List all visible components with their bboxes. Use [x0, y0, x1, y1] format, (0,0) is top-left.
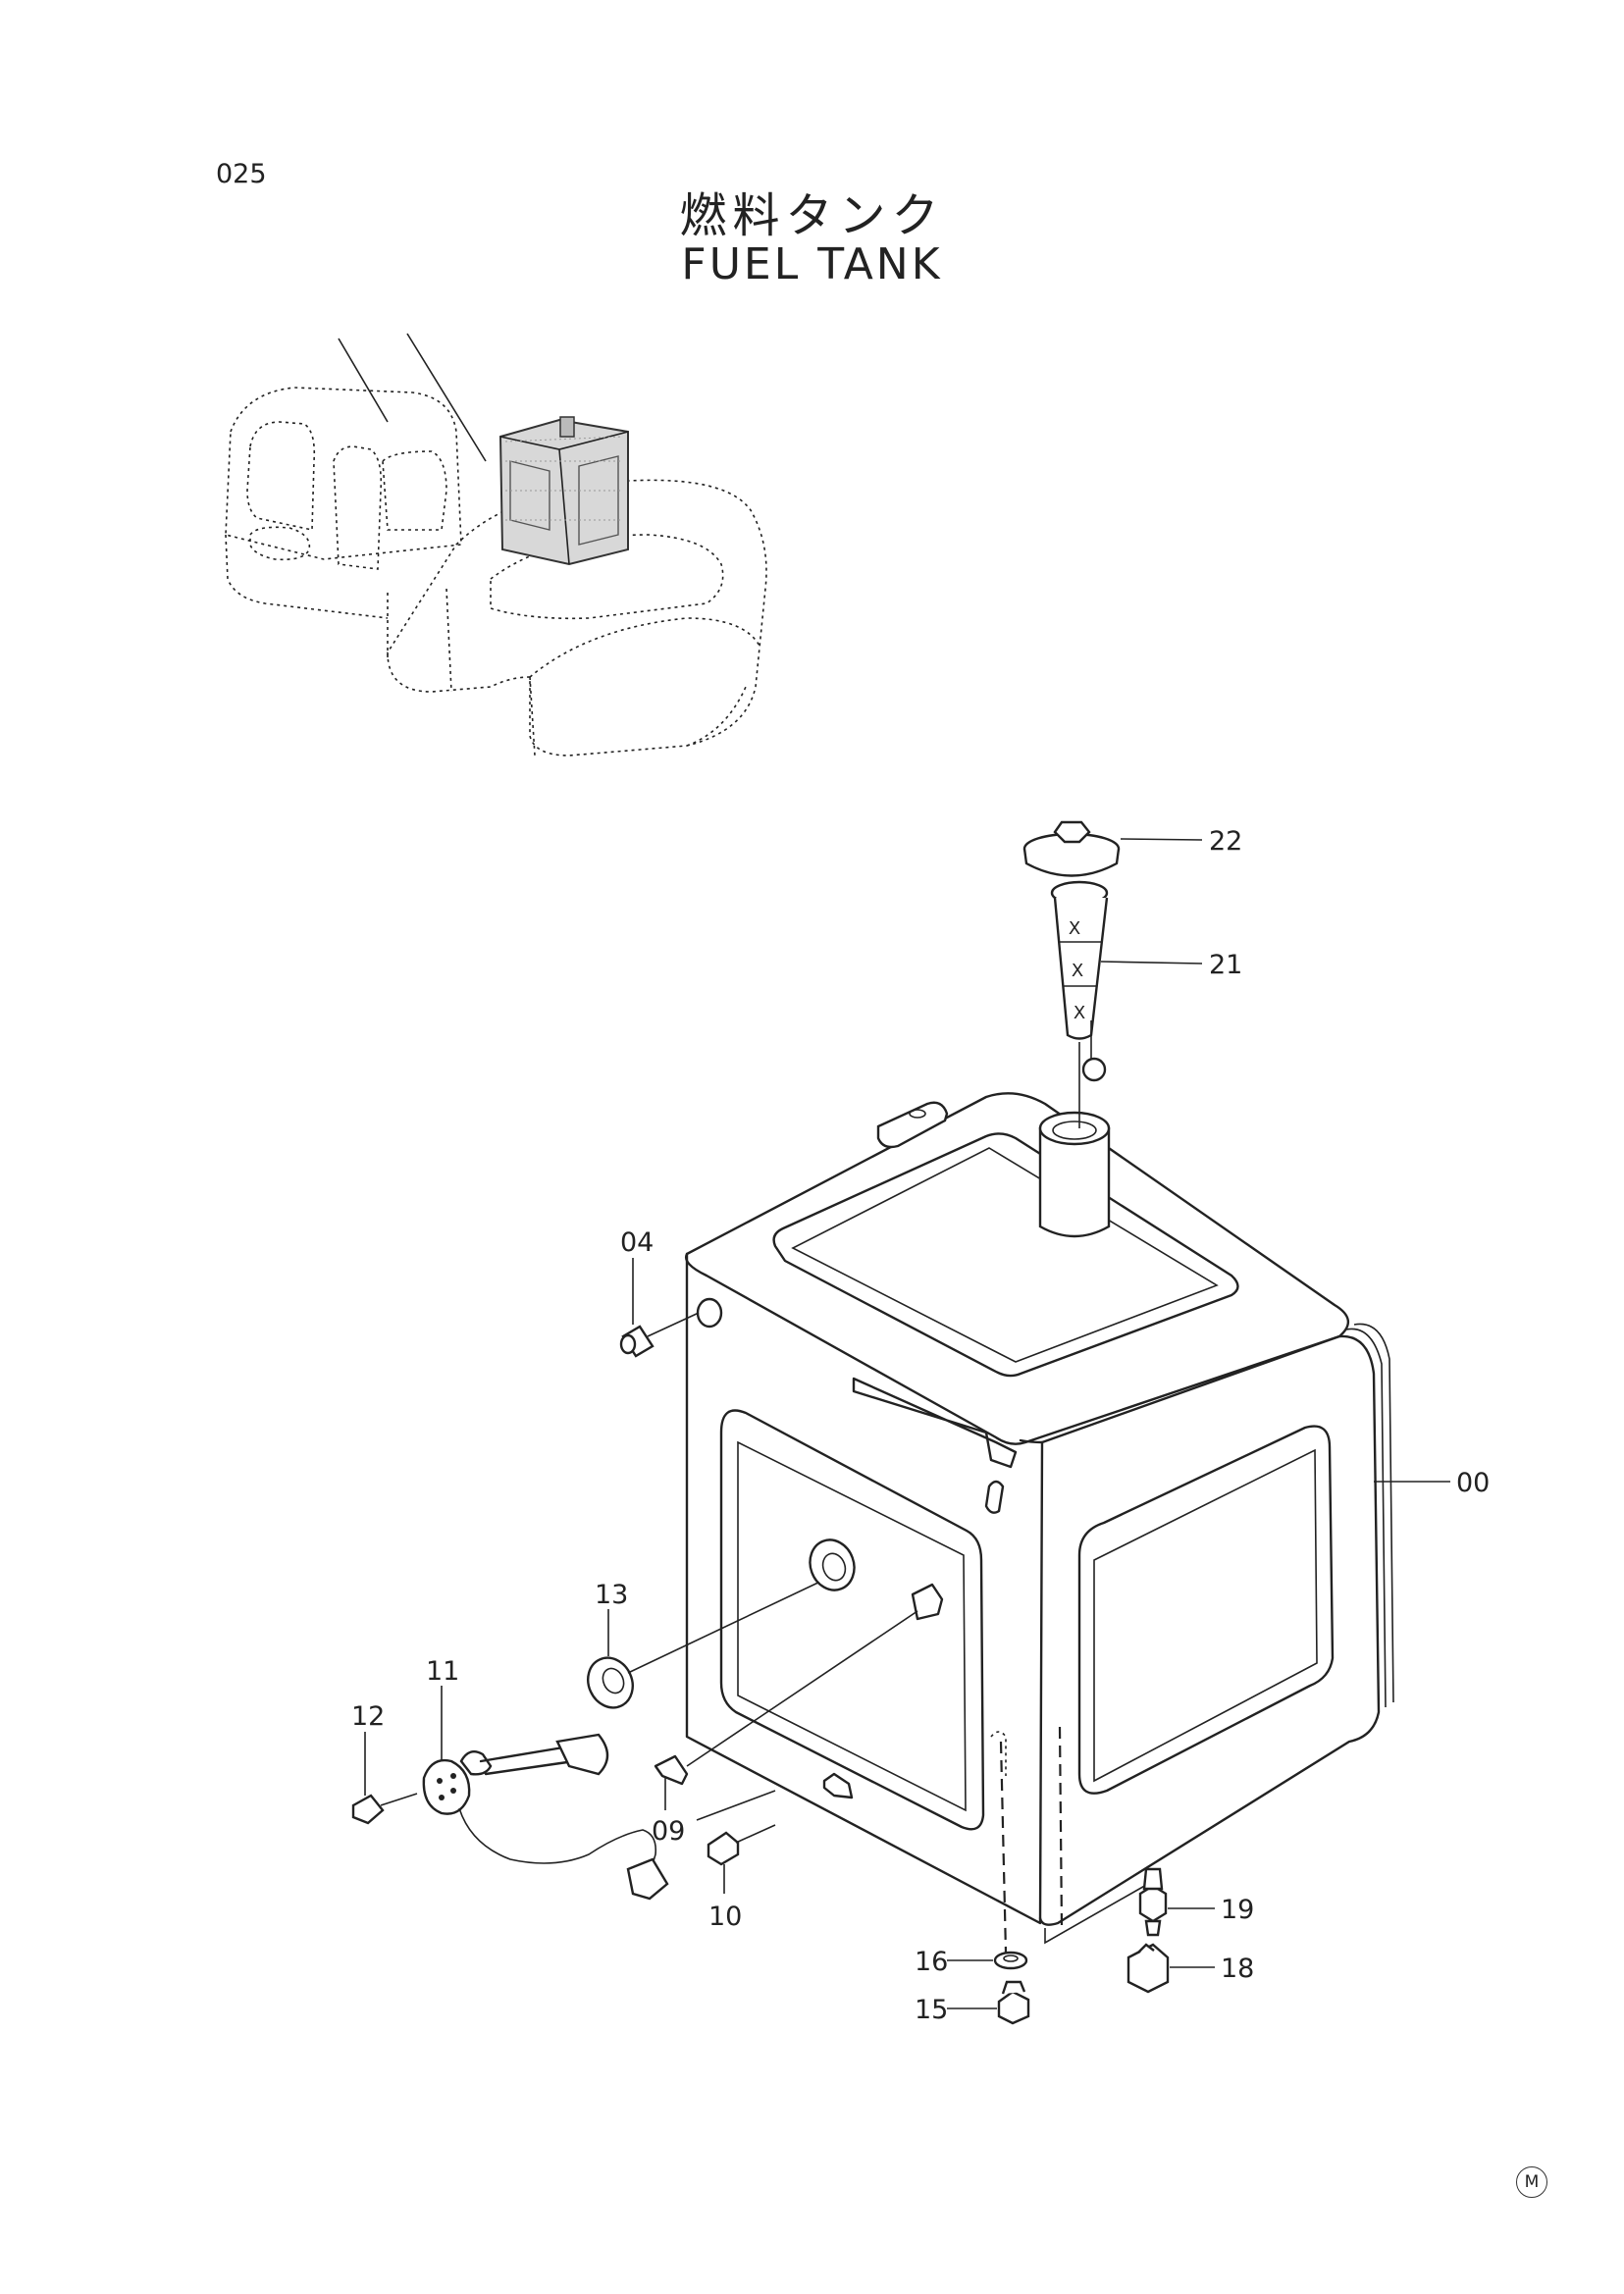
callout-21: 21 — [1209, 950, 1242, 980]
diagram-title-english: FUEL TANK — [681, 239, 943, 289]
maker-mark: M — [1516, 2166, 1547, 2198]
callout-04: 04 — [620, 1227, 654, 1258]
svg-text:X: X — [1074, 1003, 1085, 1023]
svg-text:X: X — [1069, 918, 1080, 939]
callout-11: 11 — [426, 1656, 459, 1687]
fuel-tank-location-highlight — [498, 416, 629, 566]
part-12-screw — [351, 1732, 418, 1825]
part-15-drain-plug — [947, 1980, 1030, 2025]
callout-15: 15 — [915, 1995, 948, 2025]
excavator-locator-illustration — [225, 333, 767, 756]
callout-09: 09 — [652, 1816, 685, 1847]
callout-19: 19 — [1221, 1895, 1254, 1925]
part-13-gasket — [587, 1579, 825, 1709]
callout-16: 16 — [915, 1947, 948, 1977]
part-18-coupler — [1126, 1943, 1215, 1994]
diagram-title-japanese: 燃料タンク — [679, 188, 945, 243]
part-09-clip — [654, 1583, 944, 1810]
sender-mount-flange — [809, 1538, 856, 1591]
svg-text:X: X — [1072, 961, 1083, 981]
part-11-fuel-sender — [422, 1686, 669, 1901]
callout-13: 13 — [595, 1580, 628, 1610]
part-21-strainer: X X X — [1050, 880, 1203, 1128]
callout-labels: 22 21 04 00 13 11 12 09 10 16 15 19 18 — [351, 826, 1490, 2025]
part-10-bolt — [696, 1790, 776, 1894]
fuel-tank-body — [685, 1092, 1394, 1954]
part-19-fitting — [1138, 1867, 1215, 1937]
callout-22: 22 — [1209, 826, 1242, 857]
part-22-filler-cap — [1022, 820, 1203, 877]
callout-18: 18 — [1221, 1954, 1254, 1984]
callout-00: 00 — [1456, 1468, 1490, 1498]
part-16-washer — [947, 1951, 1028, 1970]
callout-12: 12 — [351, 1701, 385, 1732]
callout-10: 10 — [708, 1902, 742, 1932]
part-04-plug — [619, 1258, 700, 1358]
filler-neck — [1038, 1111, 1111, 1238]
page-number: 025 — [216, 159, 267, 189]
